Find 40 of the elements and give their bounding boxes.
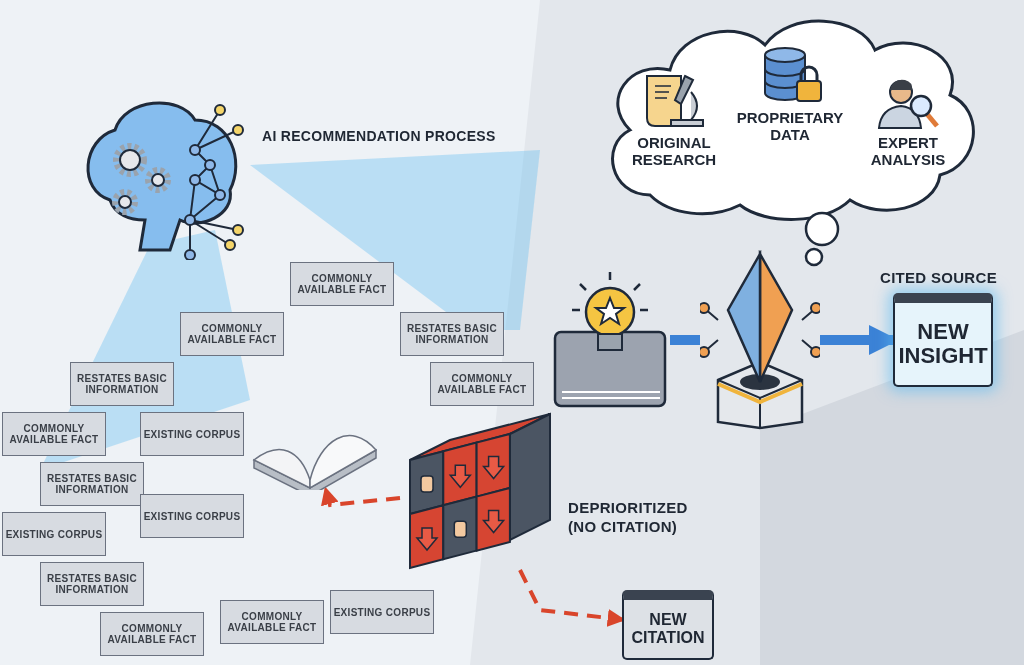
tile-text: RESTATES BASIC INFORMATION xyxy=(46,473,138,495)
floor-tile xyxy=(100,612,204,656)
tile-text: COMMONLY AVAILABLE FACT xyxy=(186,323,278,345)
tile-text: COMMONLY AVAILABLE FACT xyxy=(8,423,100,445)
item-label: ORIGINAL RESEARCH xyxy=(630,134,718,168)
tile-text: EXISTING CORPUS xyxy=(143,510,241,522)
floor-tile xyxy=(70,362,174,406)
tile-text: EXISTING CORPUS xyxy=(5,528,103,540)
tile-text: COMMONLY AVAILABLE FACT xyxy=(296,273,388,295)
floor-tile xyxy=(2,512,106,556)
floor-tile xyxy=(330,590,434,634)
floor-tile xyxy=(180,312,284,356)
floor-tile xyxy=(140,412,244,456)
tile-text: EXISTING CORPUS xyxy=(143,428,241,440)
floor-tile xyxy=(140,494,244,538)
tile-text: COMMONLY AVAILABLE FACT xyxy=(436,373,528,395)
tile-text: RESTATES BASIC INFORMATION xyxy=(406,323,498,345)
card-text: NEW INSIGHT xyxy=(897,320,989,368)
dashed-arrow xyxy=(321,486,401,508)
content-card xyxy=(893,293,993,387)
tile-text: COMMONLY AVAILABLE FACT xyxy=(226,611,318,633)
caption-text: DEPRIORITIZED (NO CITATION) xyxy=(568,498,689,536)
content-card xyxy=(622,590,714,660)
floor-tile xyxy=(2,412,106,456)
floor-tile xyxy=(220,600,324,644)
thought-item xyxy=(734,45,846,143)
tile-text: RESTATES BASIC INFORMATION xyxy=(46,573,138,595)
floor-tile xyxy=(290,262,394,306)
card-text: NEW CITATION xyxy=(630,611,706,647)
item-label: EXPERT ANALYSIS xyxy=(869,134,947,168)
tile-text: EXISTING CORPUS xyxy=(333,606,431,618)
caption-text: AI RECOMMENDATION PROCESS xyxy=(262,128,496,144)
tile-text: COMMONLY AVAILABLE FACT xyxy=(106,623,198,645)
tile-text: RESTATES BASIC INFORMATION xyxy=(76,373,168,395)
floor-tile xyxy=(430,362,534,406)
floor-tile xyxy=(400,312,504,356)
caption-text: CITED SOURCE xyxy=(880,268,998,287)
item-label: PROPRIETARY DATA xyxy=(735,109,845,143)
floor-tile xyxy=(40,562,144,606)
floor-tile xyxy=(40,462,144,506)
